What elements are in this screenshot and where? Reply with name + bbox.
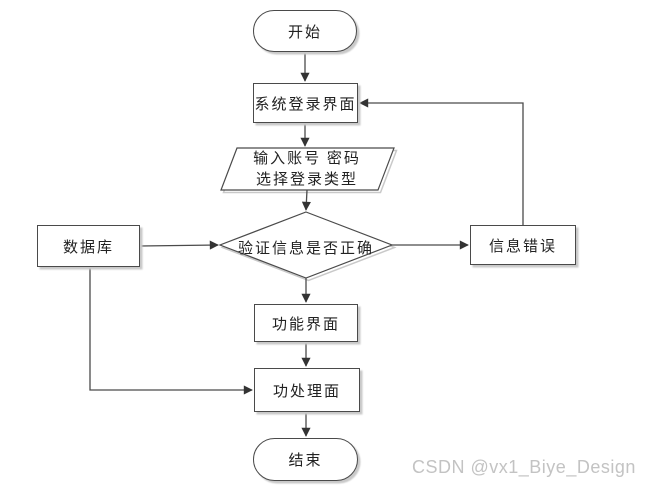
node-label-login-screen: 系统登录界面 [254,96,357,113]
csdn-watermark: CSDN @vx1_Biye_Design [412,457,636,477]
flow-node-database: 数据库 [37,225,140,267]
flow-node-info-error: 信息错误 [470,225,576,265]
edge-database-verify [139,240,219,250]
edge-database-process [89,267,253,395]
flow-node-input-credentials: 输入账号 密码 选择登录类型 [253,151,361,188]
node-label-start: 开始 [287,24,322,41]
node-label-database: 数据库 [62,239,114,256]
flow-node-function-screen: 功能界面 [254,304,358,342]
flow-node-start: 开始 [253,10,357,52]
node-label-info-error: 信息错误 [488,238,557,255]
flow-node-processing-screen: 功处理面 [254,368,360,412]
node-label-processing-screen: 功处理面 [272,383,341,400]
edge-error-login [359,98,524,225]
node-label-function-screen: 功能界面 [271,316,340,333]
node-label-end: 结束 [288,453,323,469]
flow-node-verify-info: 验证信息是否正确 [237,241,374,257]
flow-node-login-screen: 系统登录界面 [253,83,358,123]
io-parallelogram [220,147,395,191]
flow-node-end: 结束 [253,438,358,481]
edge-input-verify [301,189,311,211]
